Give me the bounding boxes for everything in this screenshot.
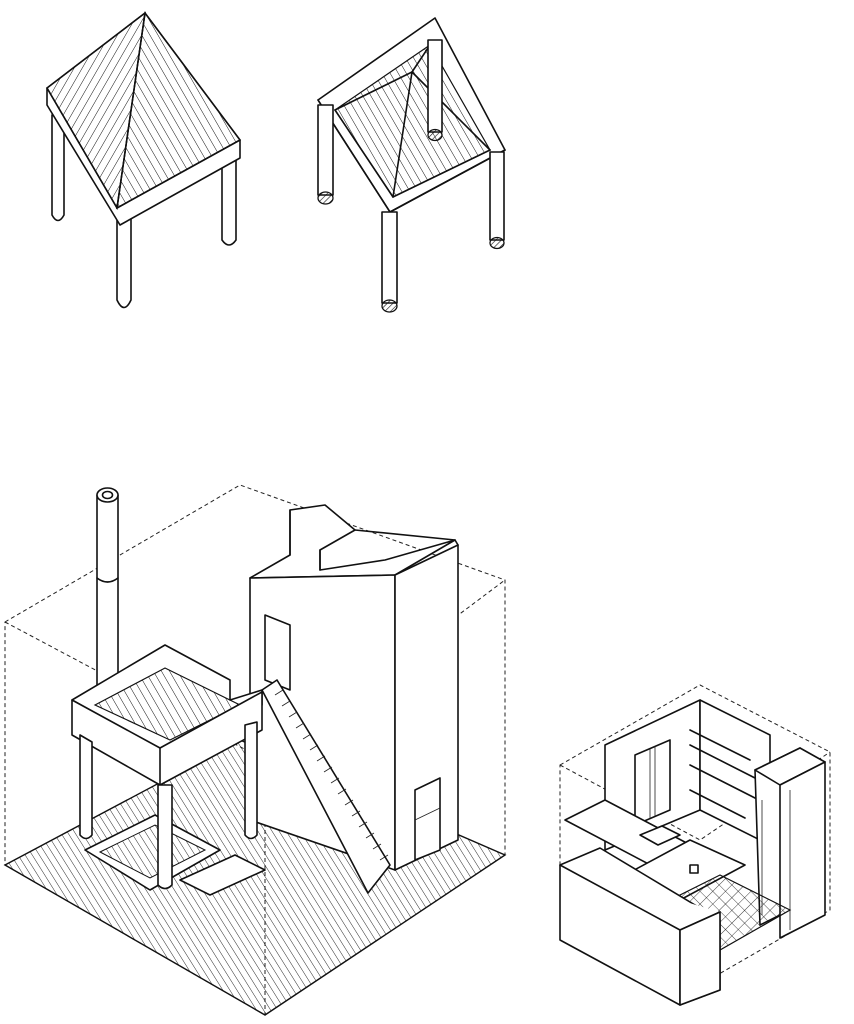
platform-leg-front	[157, 784, 173, 890]
platform-leg-right	[244, 721, 258, 840]
gazebo-roof-exterior	[46, 11, 242, 309]
gazebo-roof-underside	[317, 17, 506, 313]
post-back	[427, 39, 443, 142]
floor-opening-left-hatch	[98, 824, 207, 879]
chimney-flue	[96, 487, 119, 686]
roof-eave	[46, 12, 241, 141]
post-left	[317, 104, 334, 205]
tower-doorway-top	[264, 614, 291, 691]
tower-door-front	[414, 777, 441, 861]
post-front	[381, 211, 398, 313]
tower-step-detail	[289, 509, 459, 571]
stair-treads	[274, 689, 389, 861]
post-end-left	[317, 191, 334, 205]
stair-tower	[249, 504, 459, 871]
kitchen-cutaway	[559, 684, 831, 1006]
window	[634, 739, 671, 826]
stair-stringer	[261, 679, 391, 894]
front-post	[116, 214, 132, 309]
cooktop-knob	[689, 864, 699, 874]
roof-ridge	[116, 12, 146, 209]
platform-leg-back	[79, 734, 93, 840]
floor-opening-right	[179, 854, 266, 896]
tower-front-face	[394, 544, 459, 871]
back-right-post	[221, 154, 237, 246]
house-axonometric	[3, 484, 507, 1016]
ceiling-hatch	[334, 44, 491, 198]
post-right	[489, 151, 505, 250]
rafter-4	[411, 44, 431, 73]
shelves	[689, 729, 756, 819]
back-left-post	[51, 114, 65, 222]
stair	[261, 679, 391, 894]
rafter-3	[411, 71, 491, 151]
rafter-1	[334, 71, 413, 111]
rafter-2	[392, 71, 413, 198]
raised-platform	[71, 644, 263, 890]
sink	[639, 825, 681, 846]
